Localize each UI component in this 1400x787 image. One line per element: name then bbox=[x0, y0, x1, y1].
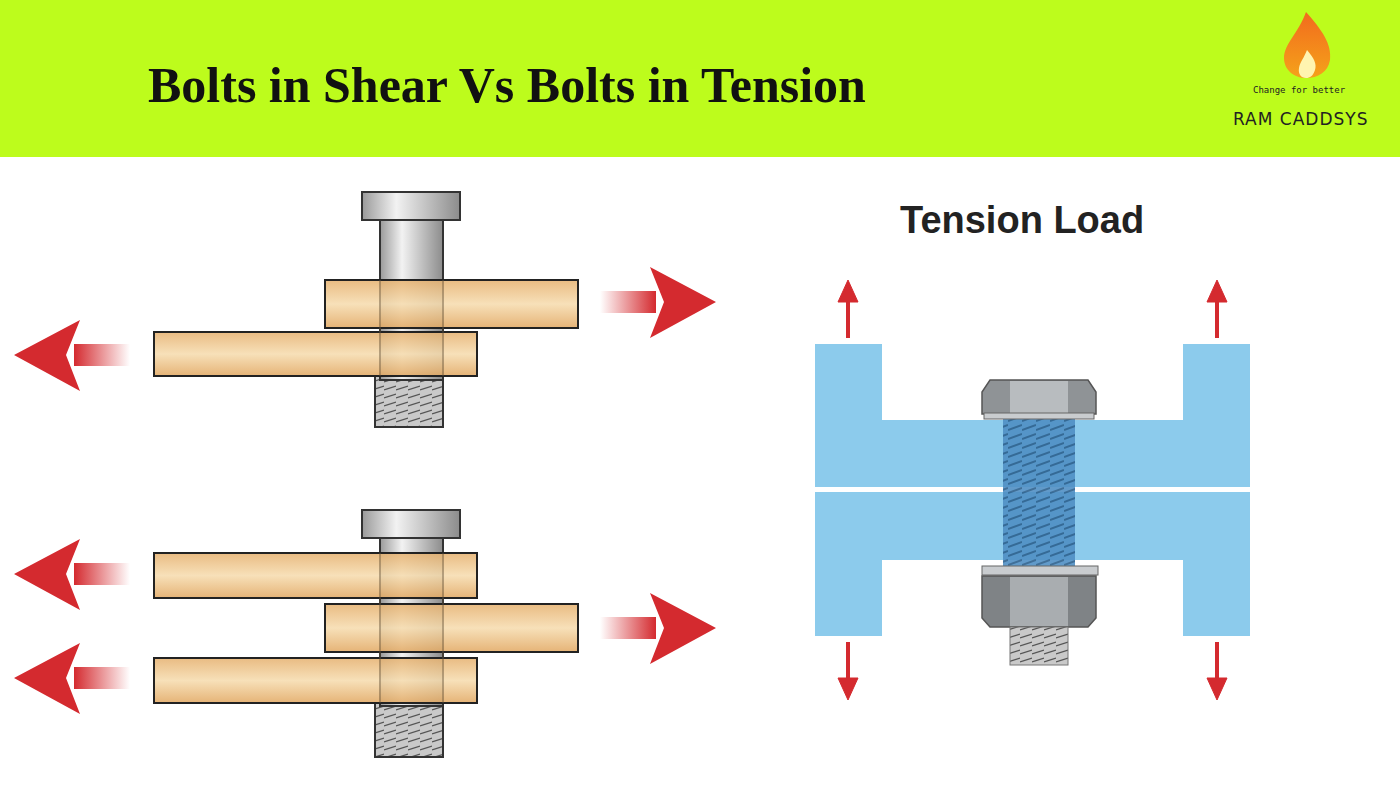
washer bbox=[982, 566, 1098, 575]
hex-bolt-head bbox=[982, 380, 1096, 419]
hex-nut bbox=[982, 576, 1096, 627]
bolt-thread bbox=[1010, 627, 1068, 665]
header-band bbox=[0, 0, 1400, 157]
logo-tagline: Change for better bbox=[1253, 86, 1345, 95]
diagram-heading: Tension Load bbox=[900, 201, 1144, 239]
bolt-shank bbox=[1003, 418, 1075, 568]
logo-brand: RAM CADDSYS bbox=[1233, 111, 1368, 128]
tension-joint bbox=[815, 280, 1250, 700]
load-arrow bbox=[14, 320, 130, 391]
load-arrow bbox=[14, 643, 130, 714]
load-arrow bbox=[14, 539, 130, 610]
single-shear-joint bbox=[14, 192, 716, 427]
tension-arrows bbox=[838, 280, 1227, 700]
load-arrow bbox=[600, 267, 716, 338]
title: Bolts in Shear Vs Bolts in Tension bbox=[148, 60, 866, 110]
double-shear-joint bbox=[14, 510, 716, 757]
load-arrow bbox=[600, 593, 716, 664]
logo-flame bbox=[1284, 12, 1330, 78]
